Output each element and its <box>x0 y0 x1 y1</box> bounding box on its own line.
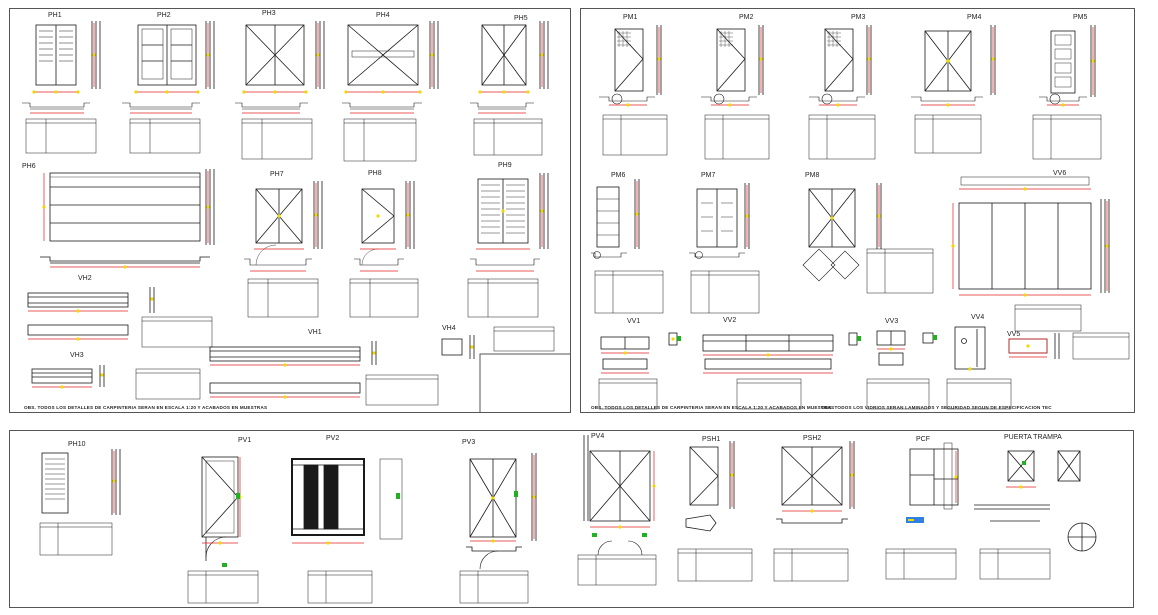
label-pm1: PM1 <box>623 14 638 21</box>
label-psh1: PSH1 <box>702 436 721 443</box>
label-pv3: PV3 <box>462 439 476 446</box>
label-ph2: PH2 <box>157 12 171 19</box>
vh3-window <box>31 365 201 400</box>
pm1-elevation <box>614 25 662 95</box>
pm7-elevation <box>696 183 750 249</box>
label-pm5: PM5 <box>1073 14 1088 21</box>
label-pv4: PV4 <box>591 433 605 440</box>
ph2-elevation <box>137 21 215 89</box>
vv2-window <box>702 332 858 410</box>
label-ph3: PH3 <box>262 10 276 17</box>
label-ph4: PH4 <box>376 12 390 19</box>
label-ph10: PH10 <box>68 441 86 448</box>
pv2-elevation <box>291 458 403 604</box>
pm-drawing <box>591 25 1130 410</box>
vv3-window <box>866 330 934 410</box>
label-pm3: PM3 <box>851 14 866 21</box>
pv1-elevation <box>187 456 259 604</box>
ph9-elevation <box>477 173 549 249</box>
psh2-elevation <box>773 441 855 582</box>
label-vh3: VH3 <box>70 352 84 359</box>
vh2-window <box>27 287 213 348</box>
label-vv1: VV1 <box>627 318 641 325</box>
label-pm2: PM2 <box>739 14 754 21</box>
label-pcf: PCF <box>916 436 930 443</box>
pm6-elevation <box>596 179 640 249</box>
pm2-elevation <box>716 25 764 95</box>
vv1-window <box>598 332 678 410</box>
label-pm4: PM4 <box>967 14 982 21</box>
ph7-elevation <box>255 181 323 249</box>
label-pv2: PV2 <box>326 435 340 442</box>
label-vv2: VV2 <box>723 317 737 324</box>
ph5-rolling-door <box>40 169 215 264</box>
panel-ph-doors: PH1 PH2 PH3 PH4 PH5 PH6 PH7 PH8 PH9 VH1 … <box>9 8 571 413</box>
label-ph8: PH8 <box>368 170 382 177</box>
label-ph5: PH5 <box>514 15 528 22</box>
vv4-window <box>946 326 1012 410</box>
label-vv4: VV4 <box>971 314 985 321</box>
ph10-elevation <box>39 449 121 556</box>
label-pm8: PM8 <box>805 172 820 179</box>
pv3-elevation <box>459 453 537 604</box>
label-psh2: PSH2 <box>803 435 822 442</box>
vv6-window <box>958 176 1110 332</box>
label-ph6: PH6 <box>22 163 36 170</box>
label-vv6: VV6 <box>1053 170 1067 177</box>
panel-pm-doors: PM1 PM2 PM3 PM4 PM5 PM6 PM7 PM8 VV6 VV1 … <box>580 8 1135 413</box>
note-ph: OBS. TODOS LOS DETALLES DE CARPINTERIA S… <box>24 405 268 410</box>
pm3-elevation <box>824 25 872 95</box>
ph-drawing <box>22 21 570 412</box>
label-vh4: VH4 <box>442 325 456 332</box>
vh4-window <box>441 326 555 359</box>
label-puerta-trampa: PUERTA TRAMPA <box>1004 434 1062 441</box>
pm8-elevation <box>808 183 882 249</box>
label-ph7: PH7 <box>270 171 284 178</box>
ph3-elevation <box>245 21 325 89</box>
pm4-elevation <box>924 25 996 95</box>
panel-pv-doors: PH10 PV1 PV2 PV3 PV4 PSH1 PSH2 PCF PUERT… <box>9 430 1134 608</box>
label-vv3: VV3 <box>885 318 899 325</box>
psh1-elevation <box>677 441 753 582</box>
ph8-elevation <box>361 181 415 249</box>
label-pm7: PM7 <box>701 172 716 179</box>
label-vv5: VV5 <box>1007 331 1021 338</box>
label-ph9: PH9 <box>498 162 512 169</box>
ph1-elevation <box>35 21 101 89</box>
label-ph1: PH1 <box>48 12 62 19</box>
pcf-elevation <box>885 442 959 580</box>
pv4-elevation <box>577 435 657 586</box>
label-vh1: VH1 <box>308 329 322 336</box>
pm5-elevation <box>1050 25 1096 97</box>
ph5-elevation <box>481 21 549 89</box>
label-vh2: VH2 <box>78 275 92 282</box>
trampa-door <box>974 450 1097 580</box>
pv-drawing <box>39 435 1097 604</box>
note-pm-2: OBS. TODOS LOS VIDRIOS SERAN LAMINADOS Y… <box>821 405 1052 410</box>
vh1-window <box>209 341 439 406</box>
label-pv1: PV1 <box>238 437 252 444</box>
label-pm6: PM6 <box>611 172 626 179</box>
note-pm-1: OBS. TODOS LOS DETALLES DE CARPINTERIA S… <box>591 405 835 410</box>
ph4-elevation <box>347 21 439 89</box>
